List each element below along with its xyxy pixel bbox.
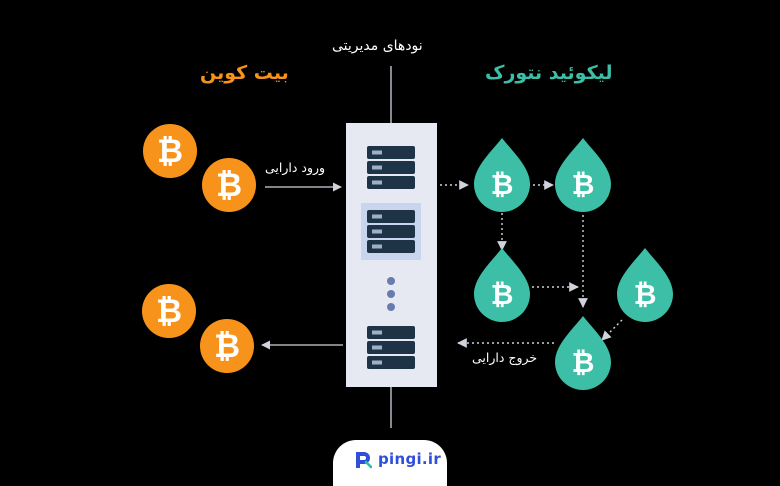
liquid-bitcoin-drop-icon — [474, 248, 530, 322]
server-icon — [367, 146, 415, 189]
brand-badge — [333, 440, 447, 486]
liquid-bitcoin-drop-icon — [617, 248, 673, 322]
withdraw-label: خروج دارایی — [472, 350, 538, 365]
liquid-bitcoin-drop-icon — [555, 316, 611, 390]
bitcoin-coin-icon — [143, 124, 197, 178]
bitcoin-coin-icon — [200, 319, 254, 373]
liquid-bitcoin-drop-icon — [474, 138, 530, 212]
bitcoin-coin-icon — [142, 284, 196, 338]
bitcoin-title: بیت کوین — [200, 62, 289, 84]
liquid-network-title: لیکوئید نتورک — [485, 62, 613, 84]
server-icon — [367, 326, 415, 369]
brand-name: pingi.ir — [378, 450, 442, 468]
bitcoin-coin-icon — [202, 158, 256, 212]
server-icon — [367, 210, 415, 253]
ellipsis-dot — [387, 277, 395, 285]
ellipsis-dot — [387, 303, 395, 311]
management-nodes-title: نودهای مدیریتی — [332, 38, 423, 54]
deposit-label: ورود دارایی — [265, 160, 326, 175]
ellipsis-dot — [387, 290, 395, 298]
pingi-logo-icon — [356, 452, 373, 469]
liquid-bitcoin-drop-icon — [555, 138, 611, 212]
liquid-flow-arrows — [440, 180, 623, 348]
